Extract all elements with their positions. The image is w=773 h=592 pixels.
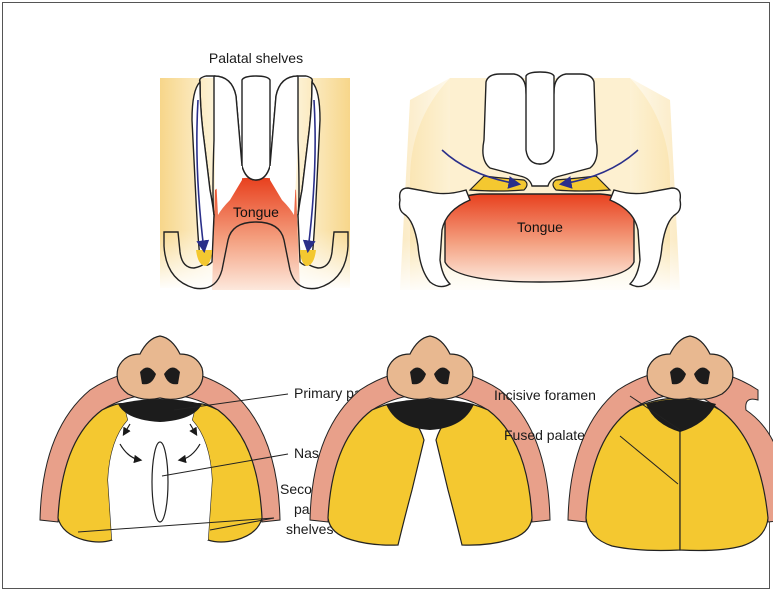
coronal-section-late: Tongue xyxy=(395,72,685,295)
tongue-late xyxy=(445,194,634,282)
palate-view-separate-shelves xyxy=(40,336,288,542)
incisive-foramen-label: Incisive foramen xyxy=(494,387,596,403)
secondary-palatal-shelves-line3: shelves xyxy=(286,521,333,537)
palate-view-fused xyxy=(568,336,773,551)
palatal-shelves-label: Palatal shelves xyxy=(209,50,303,66)
nasal-septum-late xyxy=(526,72,554,164)
nasal-septum-early xyxy=(242,76,270,180)
coronal-section-early: Tongue xyxy=(160,76,350,290)
tongue-label-right: Tongue xyxy=(517,219,563,235)
nasal-septum-oval xyxy=(152,442,168,522)
nose-shape xyxy=(117,336,203,399)
fused-palate-label: Fused palate xyxy=(504,427,585,443)
tongue-label-left: Tongue xyxy=(233,204,279,220)
